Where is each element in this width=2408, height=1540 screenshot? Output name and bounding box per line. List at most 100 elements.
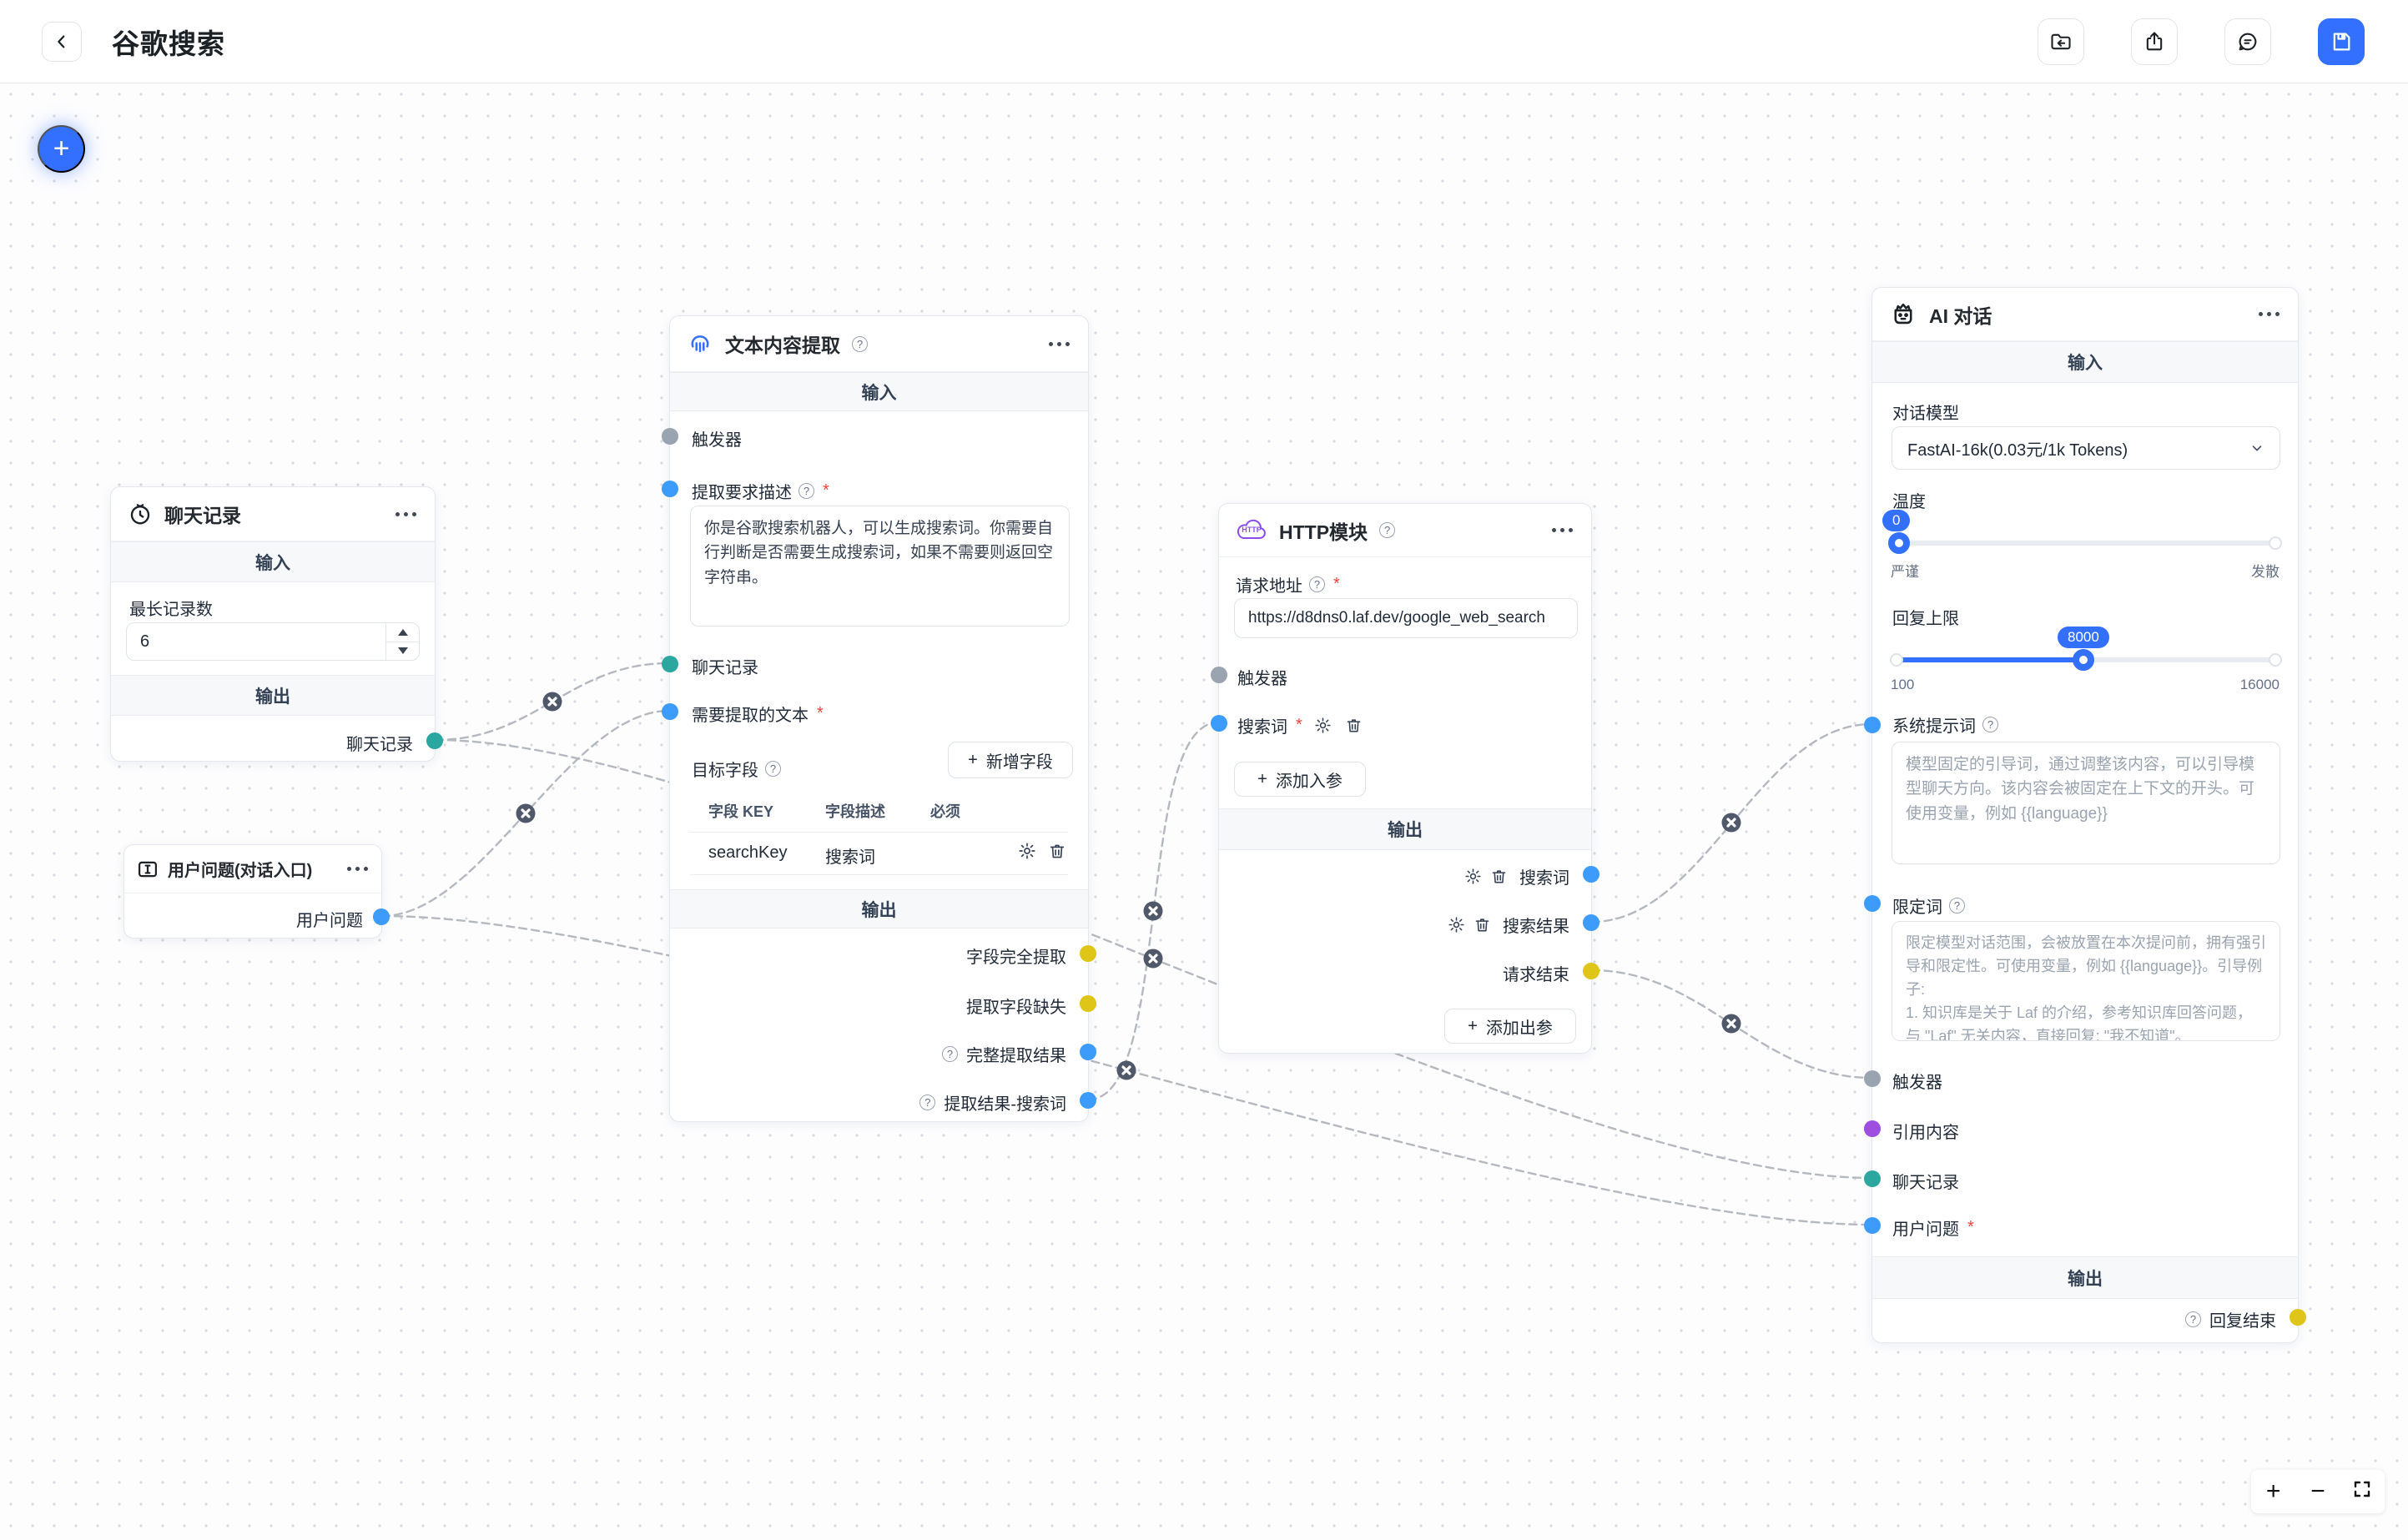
node-chat-history[interactable]: 聊天记录 输入 最长记录数 输出 聊天记录 <box>110 486 443 762</box>
node-title: HTTP模块 <box>1279 521 1368 543</box>
edit-output-button[interactable] <box>1464 868 1482 885</box>
chat-test-button[interactable] <box>2224 18 2271 65</box>
url-input[interactable] <box>1234 598 1578 638</box>
port-in-trigger[interactable] <box>1864 1070 1881 1087</box>
port-in-searchkey[interactable] <box>1211 715 1227 732</box>
edit-output-button[interactable] <box>1448 916 1465 934</box>
port-in-trigger[interactable] <box>662 428 678 445</box>
port-in-trigger[interactable] <box>1211 667 1227 683</box>
node-content-extract[interactable]: 文本内容提取 ? 输入 触发器 提取要求描述 ? * 你是谷歌搜索机器人，可以生… <box>662 315 1096 1122</box>
port-in-question[interactable] <box>1864 1217 1881 1234</box>
zoom-out-button[interactable]: − <box>2310 1477 2325 1505</box>
help-icon[interactable]: ? <box>2185 1311 2201 1327</box>
port-out-searchkey[interactable] <box>1583 866 1599 883</box>
port-out-user-question[interactable] <box>373 908 390 925</box>
disconnect-edge-button[interactable] <box>1116 1060 1136 1080</box>
disconnect-edge-button[interactable] <box>542 692 562 712</box>
trigger-label: 触发器 <box>1237 670 1287 688</box>
share-export-icon <box>2146 32 2163 51</box>
node-user-question[interactable]: 用户问题(对话入口) 用户问题 <box>123 844 390 939</box>
save-button[interactable] <box>2318 18 2365 65</box>
port-in-history[interactable] <box>1864 1170 1881 1187</box>
node-title: 聊天记录 <box>164 505 241 526</box>
node-http-module[interactable]: HTTP HTTP模块 ? 请求地址 ? * 触发器 搜索词 * + 添加入参 … <box>1211 503 1599 1054</box>
back-button[interactable] <box>42 22 82 62</box>
more-menu-icon[interactable] <box>394 507 418 521</box>
more-menu-icon[interactable] <box>2257 307 2281 321</box>
node-header[interactable]: 用户问题(对话入口) <box>124 845 381 893</box>
system-prompt-textarea[interactable] <box>1892 742 2280 864</box>
input-section-header: 输入 <box>670 372 1088 411</box>
disconnect-edge-button[interactable] <box>1143 949 1163 969</box>
help-icon[interactable]: ? <box>852 335 868 352</box>
more-menu-icon[interactable] <box>1550 523 1574 537</box>
temperature-slider[interactable] <box>1888 532 2282 554</box>
add-field-button[interactable]: + 新增字段 <box>948 742 1073 778</box>
disconnect-edge-button[interactable] <box>1721 1014 1741 1034</box>
node-header[interactable]: HTTP HTTP模块 ? <box>1219 504 1591 557</box>
node-ai-chat[interactable]: AI 对话 输入 对话模型 FastAI-16k(0.03元/1k Tokens… <box>1864 287 2306 1343</box>
port-in-system-prompt[interactable] <box>1864 717 1881 733</box>
trigger-label: 触发器 <box>1892 1074 1942 1092</box>
more-menu-icon[interactable] <box>1047 337 1071 351</box>
help-icon[interactable]: ? <box>1949 898 1965 913</box>
port-out-complete-result[interactable] <box>1080 1044 1096 1060</box>
export-button[interactable] <box>2131 18 2178 65</box>
output-section-header: 输出 <box>111 675 435 716</box>
help-icon[interactable]: ? <box>798 483 814 499</box>
port-in-limit[interactable] <box>1864 895 1881 912</box>
stepper-down-button[interactable] <box>386 641 419 661</box>
max-tokens-slider-thumb[interactable] <box>2073 649 2094 671</box>
zoom-in-button[interactable]: + <box>2265 1477 2281 1505</box>
port-in-history[interactable] <box>662 656 678 672</box>
max-tokens-slider[interactable] <box>1890 649 2282 671</box>
delete-param-button[interactable] <box>1345 717 1363 734</box>
required-mark: * <box>1296 716 1302 734</box>
max-records-input[interactable] <box>127 632 263 652</box>
port-out-fields-missing[interactable] <box>1080 995 1096 1012</box>
port-out-searchkey[interactable] <box>1080 1092 1096 1109</box>
stepper-up-button[interactable] <box>386 623 419 642</box>
port-out-search-result[interactable] <box>1583 914 1599 931</box>
add-output-param-button[interactable]: + 添加出参 <box>1444 1009 1576 1044</box>
node-header[interactable]: AI 对话 <box>1872 288 2298 341</box>
limit-textarea[interactable] <box>1892 921 2280 1041</box>
model-select[interactable]: FastAI-16k(0.03元/1k Tokens) <box>1892 426 2280 470</box>
disconnect-edge-button[interactable] <box>516 803 536 823</box>
delete-field-button[interactable] <box>1048 842 1066 860</box>
fullscreen-button[interactable] <box>2345 1479 2379 1504</box>
open-app-button[interactable] <box>2038 18 2084 65</box>
output-fields-missing: 提取字段缺失 <box>966 999 1066 1017</box>
add-module-button[interactable]: + <box>38 125 85 173</box>
extract-desc-textarea[interactable]: 你是谷歌搜索机器人，可以生成搜索词。你需要自行判断是否需要生成搜索词，如果不需要… <box>690 506 1070 627</box>
help-icon[interactable]: ? <box>919 1095 936 1110</box>
help-icon[interactable]: ? <box>1982 717 1998 732</box>
disconnect-edge-button[interactable] <box>1721 813 1741 833</box>
port-in-quote[interactable] <box>1864 1120 1881 1137</box>
help-icon[interactable]: ? <box>1379 522 1396 538</box>
output-section-header: 输出 <box>1872 1256 2298 1299</box>
help-icon[interactable]: ? <box>765 761 781 777</box>
port-in-extract-desc[interactable] <box>662 481 678 497</box>
disconnect-edge-button[interactable] <box>1143 901 1163 921</box>
port-out-chat-history[interactable] <box>426 732 443 749</box>
add-input-param-button[interactable]: + 添加入参 <box>1234 762 1366 797</box>
output-chat-history: 聊天记录 <box>346 736 413 754</box>
more-menu-icon[interactable] <box>345 862 370 876</box>
node-title: 文本内容提取 <box>725 335 840 356</box>
slider-end-dot <box>2269 653 2282 667</box>
node-header[interactable]: 文本内容提取 ? <box>670 316 1088 372</box>
port-in-text[interactable] <box>662 703 678 720</box>
delete-output-button[interactable] <box>1490 868 1508 885</box>
port-out-fields-complete[interactable] <box>1080 945 1096 962</box>
max-records-stepper[interactable] <box>126 622 420 661</box>
port-out-reply-finish[interactable] <box>2290 1309 2306 1326</box>
node-header[interactable]: 聊天记录 <box>111 487 435 541</box>
temperature-slider-thumb[interactable] <box>1888 532 1910 554</box>
delete-output-button[interactable] <box>1474 916 1491 934</box>
help-icon[interactable]: ? <box>1309 576 1325 592</box>
edit-param-button[interactable] <box>1314 717 1332 734</box>
port-out-request-finish[interactable] <box>1583 963 1599 979</box>
help-icon[interactable]: ? <box>942 1046 958 1062</box>
edit-field-button[interactable] <box>1018 842 1036 860</box>
